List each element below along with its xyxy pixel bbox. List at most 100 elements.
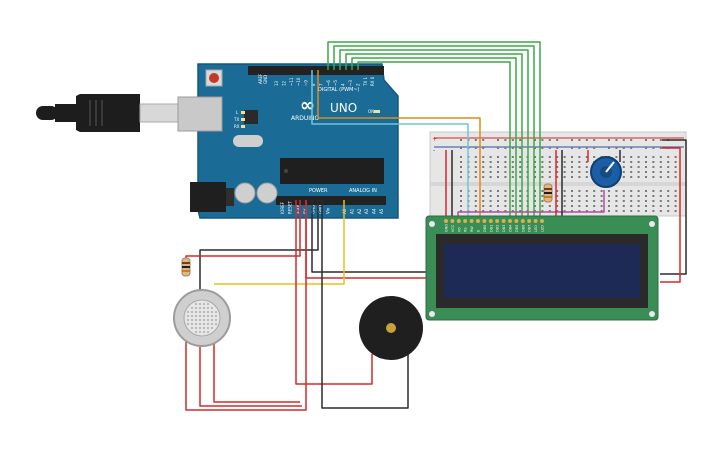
breadboard-hole <box>460 166 462 168</box>
breadboard-hole <box>482 139 485 141</box>
wires <box>185 41 687 411</box>
lcd-pin[interactable] <box>450 219 455 223</box>
breadboard-hole <box>511 200 514 202</box>
wire-red-sensor-2 <box>199 346 302 407</box>
breadboard-hole <box>585 176 588 178</box>
breadboard-hole <box>548 161 551 163</box>
breadboard-hole <box>674 171 677 173</box>
breadboard-hole <box>667 171 670 173</box>
resistor-breadboard[interactable] <box>543 183 553 203</box>
breadboard-hole <box>497 171 499 173</box>
breadboard-hole <box>585 156 588 158</box>
breadboard-center-gap <box>430 182 686 186</box>
wire-green-6 <box>357 61 511 222</box>
breadboard-hole <box>504 190 507 192</box>
breadboard-hole <box>511 147 514 149</box>
lcd-pin[interactable] <box>520 219 525 223</box>
power-analog-header <box>276 196 386 205</box>
breadboard-hole <box>519 200 522 202</box>
capacitor-2 <box>256 182 278 204</box>
breadboard-hole <box>511 195 514 197</box>
breadboard-hole <box>645 190 647 192</box>
breadboard-hole <box>497 190 499 192</box>
breadboard-hole <box>578 195 581 197</box>
breadboard-hole <box>556 205 559 207</box>
breadboard-hole <box>548 166 551 168</box>
breadboard-hole <box>600 190 603 192</box>
breadboard-hole <box>659 156 662 158</box>
breadboard-hole <box>504 195 507 197</box>
breadboard-hole <box>519 139 522 141</box>
lcd-pin[interactable] <box>469 219 474 223</box>
digital-pin-label: TX 1 <box>363 77 368 87</box>
breadboard-hole <box>541 166 544 168</box>
wire-red-sensor-3 <box>213 342 300 403</box>
lcd-pin[interactable] <box>488 219 493 223</box>
gnd-label: GND <box>263 75 268 84</box>
breadboard-hole <box>622 195 625 197</box>
breadboard-hole <box>571 166 573 168</box>
potentiometer[interactable] <box>590 156 622 188</box>
breadboard-hole <box>489 156 492 158</box>
breadboard-hole <box>541 176 544 178</box>
breadboard-hole <box>600 195 603 197</box>
breadboard-hole <box>622 200 625 202</box>
breadboard-hole <box>652 176 655 178</box>
breadboard-hole <box>659 166 662 168</box>
breadboard-hole <box>667 166 670 168</box>
lcd-pin[interactable] <box>501 219 506 223</box>
breadboard-hole <box>608 210 610 212</box>
breadboard-hole <box>497 147 499 149</box>
breadboard-hole <box>645 156 647 158</box>
breadboard-hole <box>534 176 536 178</box>
breadboard-hole <box>489 210 492 212</box>
lcd-pin[interactable] <box>540 219 544 223</box>
power-pin-label: IOREF <box>280 201 285 214</box>
piezo-buzzer[interactable] <box>359 296 423 360</box>
lcd-screen <box>444 244 640 298</box>
wire-green-5 <box>351 57 517 222</box>
lcd-pin[interactable] <box>527 219 532 223</box>
breadboard-hole <box>600 200 603 202</box>
breadboard-hole <box>563 195 566 197</box>
lcd-pin[interactable] <box>508 219 512 223</box>
lcd-pin[interactable] <box>463 219 468 223</box>
breadboard-hole <box>489 161 492 163</box>
breadboard-hole <box>585 139 588 141</box>
lcd-pin[interactable] <box>456 219 461 223</box>
power-pin-label: RESET <box>288 201 293 214</box>
breadboard-hole <box>556 139 559 141</box>
lcd-pin[interactable] <box>476 219 480 223</box>
lcd-pin-label: DB1 <box>489 225 493 232</box>
breadboard-hole <box>482 195 485 197</box>
digital-pin-label: ~6 <box>326 80 331 86</box>
breadboard-hole <box>652 210 655 212</box>
arduino-uno[interactable]: ∞ ARDUINO UNO DIGITAL (PWM~) POWER ANALO… <box>177 63 399 219</box>
breadboard-hole <box>541 171 544 173</box>
breadboard-hole <box>519 210 522 212</box>
gas-sensor[interactable] <box>173 289 231 347</box>
lcd-pin[interactable] <box>495 219 500 223</box>
lcd-pin-label: DB0 <box>483 225 487 232</box>
resistor-sensor[interactable] <box>181 257 191 277</box>
breadboard-hole <box>504 147 507 149</box>
breadboard-hole <box>585 205 588 207</box>
lcd-pin[interactable] <box>482 219 487 223</box>
breadboard-hole <box>556 190 559 192</box>
breadboard-hole <box>482 205 485 207</box>
breadboard-hole <box>659 190 662 192</box>
wire-cyan <box>311 70 469 222</box>
reset-button-cap[interactable] <box>209 73 219 83</box>
breadboard-plus-label: + <box>432 136 437 143</box>
breadboard-hole <box>659 200 662 202</box>
lcd-pin[interactable] <box>533 219 538 223</box>
breadboard-hole <box>637 190 640 192</box>
breadboard-hole <box>489 190 492 192</box>
analog-pin-label: A5 <box>379 208 384 214</box>
lcd-pin[interactable] <box>514 219 519 223</box>
breadboard-hole <box>563 156 566 158</box>
breadboard-hole <box>578 147 581 149</box>
lcd-pin[interactable] <box>444 219 448 223</box>
breadboard-hole <box>519 195 522 197</box>
